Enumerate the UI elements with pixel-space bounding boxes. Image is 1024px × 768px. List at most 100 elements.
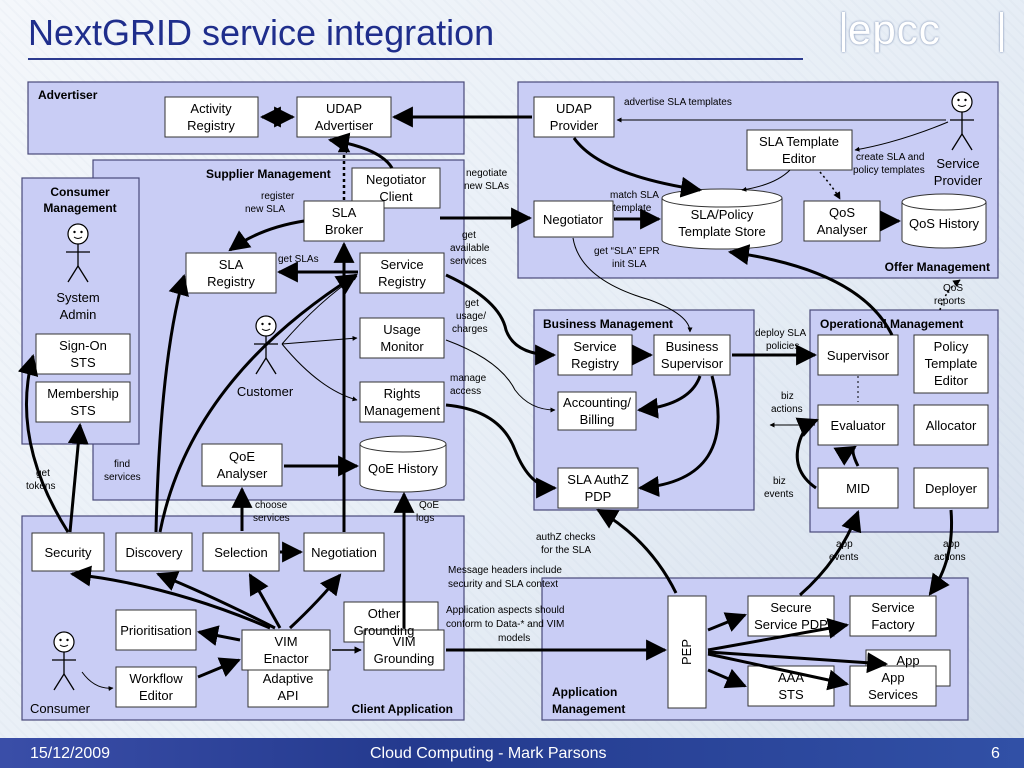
box-deployer[interactable] bbox=[913, 467, 989, 509]
label-vim-grounding-2: Grounding bbox=[374, 651, 435, 666]
box-membership-sts[interactable] bbox=[35, 381, 131, 423]
label-secure-service-pdp-2: Service PDP bbox=[754, 617, 828, 632]
note-usage-3: charges bbox=[452, 324, 488, 335]
box-selection[interactable] bbox=[202, 532, 280, 572]
box-udap-provider[interactable] bbox=[533, 96, 615, 138]
note-deploy-2: policies bbox=[766, 341, 799, 352]
box-activity-registry[interactable] bbox=[164, 96, 259, 138]
footer-center-text: Cloud Computing - Mark Parsons bbox=[370, 745, 607, 762]
note-register-1: register bbox=[261, 191, 295, 202]
box-security[interactable] bbox=[31, 532, 105, 572]
box-app-services[interactable] bbox=[849, 665, 937, 707]
note-available-2: available bbox=[450, 243, 490, 254]
box-adaptive-api[interactable] bbox=[247, 666, 329, 708]
label-membership-sts-2: STS bbox=[70, 403, 96, 418]
label-sla-registry-1: SLA bbox=[219, 257, 244, 272]
label-policy-template-editor-3: Editor bbox=[934, 373, 969, 388]
box-business-supervisor[interactable] bbox=[653, 334, 731, 376]
note-app-aspects-2: conform to Data-* and VIM bbox=[446, 619, 564, 630]
label-sla-template-editor-2: Editor bbox=[782, 151, 817, 166]
box-mid[interactable] bbox=[817, 467, 899, 509]
note-choose-1: choose bbox=[255, 500, 288, 511]
label-evaluator: Evaluator bbox=[831, 418, 887, 433]
note-choose-2: services bbox=[253, 513, 290, 524]
arrow-customer-to-rights bbox=[281, 343, 358, 402]
cylinder-qoe-history[interactable] bbox=[359, 435, 447, 493]
note-authz-2: for the SLA bbox=[541, 545, 591, 556]
box-vim-grounding[interactable] bbox=[363, 629, 445, 671]
box-prioritisation[interactable] bbox=[115, 609, 197, 651]
note-find-1: find bbox=[114, 459, 130, 470]
box-sign-on-sts[interactable] bbox=[35, 333, 131, 375]
region-title-offer-management: Offer Management bbox=[885, 260, 990, 274]
box-workflow-editor[interactable] bbox=[115, 666, 197, 708]
arrow-negotiator-to-supervisor bbox=[572, 237, 693, 333]
note-qos-2: reports bbox=[934, 296, 965, 307]
label-sla-policy-template-store-2: Template Store bbox=[678, 224, 765, 239]
label-service-registry-bm-1: Service bbox=[573, 339, 616, 354]
box-vim-enactor[interactable] bbox=[241, 629, 331, 671]
box-qoe-analyser[interactable] bbox=[201, 443, 283, 487]
label-membership-sts-1: Membership bbox=[47, 386, 119, 401]
cylinder-qos-history[interactable] bbox=[901, 193, 987, 249]
note-get-slas: get SLAs bbox=[278, 254, 319, 265]
box-usage-monitor[interactable] bbox=[359, 317, 445, 359]
box-allocator[interactable] bbox=[913, 404, 989, 446]
box-sla-registry[interactable] bbox=[185, 252, 277, 294]
region-title-consumer-1: Consumer bbox=[50, 185, 110, 199]
note-app-actions-1: app bbox=[943, 539, 960, 550]
label-sla-template-editor-1: SLA Template bbox=[759, 134, 839, 149]
arrow-pep-to-app-services bbox=[707, 652, 850, 691]
box-policy-template-editor[interactable] bbox=[913, 334, 989, 394]
box-negotiation[interactable] bbox=[303, 532, 385, 572]
box-service-registry-bm[interactable] bbox=[557, 334, 633, 376]
arrow-enactor-to-security bbox=[69, 565, 271, 630]
box-sla-broker[interactable] bbox=[303, 200, 385, 242]
box-sla-template-editor[interactable] bbox=[746, 129, 853, 171]
note-epr-1: get “SLA” EPR bbox=[594, 246, 660, 257]
note-find-2: services bbox=[104, 472, 141, 483]
arrow-enactor-to-prioritisation bbox=[196, 625, 241, 646]
label-sign-on-sts-1: Sign-On bbox=[59, 338, 107, 353]
cylinder-sla-policy-template-store[interactable] bbox=[661, 188, 783, 250]
box-evaluator[interactable] bbox=[817, 404, 899, 446]
note-app-aspects-3: models bbox=[498, 633, 530, 644]
label-rights-management-2: Management bbox=[364, 403, 440, 418]
label-qos-analyser-2: Analyser bbox=[817, 222, 868, 237]
arrow-consumer-to-workflow bbox=[81, 671, 114, 691]
label-business-supervisor-2: Supervisor bbox=[661, 356, 724, 371]
note-app-aspects-1: Application aspects should bbox=[446, 605, 564, 616]
box-udap-advertiser[interactable] bbox=[296, 96, 392, 138]
label-deployer: Deployer bbox=[925, 481, 978, 496]
dotted-editor-qos bbox=[819, 171, 841, 200]
arrow-customer-to-usage bbox=[281, 335, 358, 345]
box-supervisor[interactable] bbox=[817, 334, 899, 376]
box-discovery[interactable] bbox=[115, 532, 193, 572]
note-app-events-2: events bbox=[829, 552, 858, 563]
label-activity-registry-2: Registry bbox=[187, 118, 235, 133]
box-pep[interactable] bbox=[667, 595, 707, 709]
label-prioritisation: Prioritisation bbox=[120, 623, 192, 638]
epcc-logo: epcc bbox=[848, 6, 941, 53]
label-sla-registry-2: Registry bbox=[207, 274, 255, 289]
label-sla-broker-2: Broker bbox=[325, 222, 364, 237]
box-service-registry-sm[interactable] bbox=[359, 252, 445, 294]
note-app-events-1: app bbox=[836, 539, 853, 550]
label-supervisor: Supervisor bbox=[827, 348, 890, 363]
label-accounting-billing-1: Accounting/ bbox=[563, 395, 631, 410]
label-business-supervisor-1: Business bbox=[666, 339, 719, 354]
box-rights-management[interactable] bbox=[359, 381, 445, 423]
box-negotiator[interactable] bbox=[533, 200, 614, 238]
box-sla-authz-pdp[interactable] bbox=[557, 467, 639, 509]
note-message-headers-2: security and SLA context bbox=[448, 579, 558, 590]
label-usage-monitor-1: Usage bbox=[383, 322, 421, 337]
label-app: App bbox=[896, 653, 919, 668]
note-match-1: match SLA bbox=[610, 190, 659, 201]
label-allocator: Allocator bbox=[926, 418, 977, 433]
box-service-factory[interactable] bbox=[849, 595, 937, 637]
box-qos-analyser[interactable] bbox=[803, 200, 881, 242]
label-udap-provider-1: UDAP bbox=[556, 101, 592, 116]
box-accounting-billing[interactable] bbox=[557, 391, 637, 431]
region-title-supplier-management: Supplier Management bbox=[206, 167, 331, 181]
label-qoe-analyser-1: QoE bbox=[229, 449, 255, 464]
